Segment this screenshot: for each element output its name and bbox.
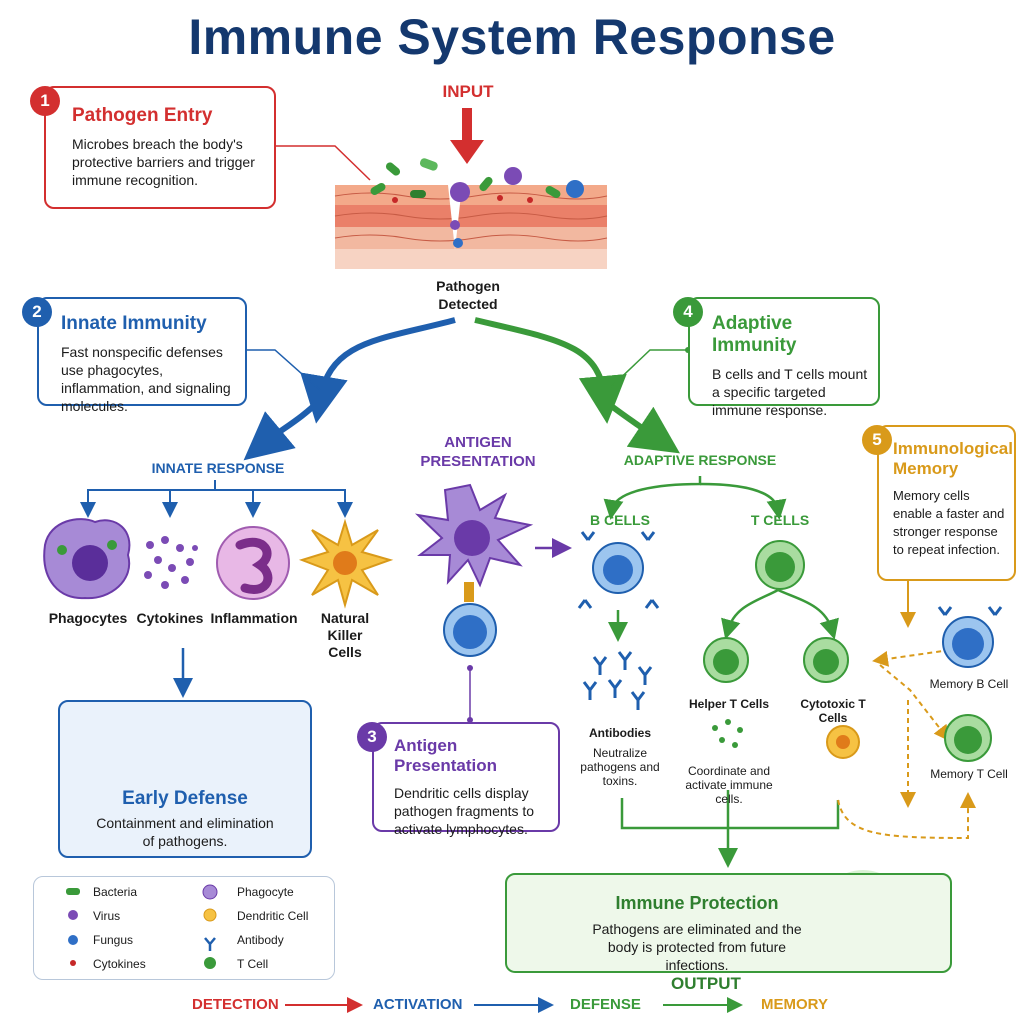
protection-text: Pathogens are eliminated and the body is… bbox=[592, 921, 802, 973]
legend-fungus: Fungus bbox=[93, 933, 134, 947]
flow-activation: ACTIVATION bbox=[373, 996, 463, 1013]
legend-virus: Virus bbox=[93, 909, 121, 923]
flow-defense: DEFENSE bbox=[570, 996, 641, 1013]
step-text: Memory cells enable a faster and stronge… bbox=[893, 488, 1005, 557]
t-cell-icon bbox=[204, 957, 216, 969]
inflammation-label: Inflammation bbox=[210, 610, 298, 626]
step-heading: Antigen Presentation bbox=[394, 736, 497, 775]
entry-connector bbox=[272, 145, 371, 181]
phagocyte-icon bbox=[202, 884, 218, 900]
memory-t-cell-label: Memory T Cell bbox=[930, 767, 1008, 781]
t-cell-image bbox=[755, 540, 805, 590]
step-innate-immunity: Innate Immunity Fast nonspecific defense… bbox=[37, 297, 247, 414]
legend-cytokines: Cytokines bbox=[93, 957, 146, 971]
legend-box bbox=[33, 876, 335, 980]
memory-t-cell-image bbox=[944, 714, 992, 762]
step-pathogen-entry: Pathogen Entry Microbes breach the body'… bbox=[44, 86, 276, 209]
step-heading: Innate Immunity bbox=[61, 313, 207, 334]
step-number: 4 bbox=[673, 297, 703, 327]
legend-bacteria: Bacteria bbox=[93, 885, 138, 899]
step-immunological-memory: Immunological Memory Memory cells enable… bbox=[877, 425, 1016, 581]
fungus-icon bbox=[68, 935, 78, 945]
legend-phagocyte: Phagocyte bbox=[237, 885, 294, 899]
helper-t-cells-text: Coordinate and activate immune cells. bbox=[685, 764, 773, 806]
inflammation-cell-image bbox=[216, 526, 290, 600]
cytotoxic-t-cell-image bbox=[803, 637, 860, 759]
bacteria-icon bbox=[66, 888, 80, 895]
step-number: 5 bbox=[862, 425, 892, 455]
legend-antibody: Antibody bbox=[237, 933, 284, 947]
antibodies-label: Antibodies bbox=[589, 726, 651, 740]
helper-t-cell-image bbox=[703, 637, 749, 748]
phagocytes-label: Phagocytes bbox=[48, 610, 128, 626]
memory-b-cell-image bbox=[937, 606, 1003, 668]
input-arrow bbox=[450, 108, 484, 164]
output-label: OUTPUT bbox=[671, 974, 741, 993]
protection-heading: Immune Protection bbox=[615, 893, 779, 913]
input-label: INPUT bbox=[442, 82, 494, 101]
natural-killer-cell-image bbox=[298, 518, 394, 609]
early-defense-box: Early Defense Containment and eliminatio… bbox=[58, 700, 312, 858]
antibodies-image bbox=[582, 651, 653, 710]
virus-icon bbox=[68, 910, 78, 920]
page-title: Immune System Response bbox=[188, 9, 836, 65]
legend-t-cell: T Cell bbox=[237, 957, 269, 971]
step-number: 3 bbox=[357, 722, 387, 752]
t-cells-label: T CELLS bbox=[750, 512, 810, 528]
step-text: B cells and T cells mount a specific tar… bbox=[712, 366, 868, 418]
legend-dendritic-cell: Dendritic Cell bbox=[237, 909, 309, 923]
helper-t-cells-label: Helper T Cells bbox=[688, 697, 770, 711]
step-number: 2 bbox=[22, 297, 52, 327]
early-defense-text: Containment and elimination of pathogens… bbox=[96, 815, 274, 849]
step-antigen-presentation: Antigen Presentation Dendritic cells dis… bbox=[372, 722, 560, 837]
microbes-illustration bbox=[370, 158, 584, 248]
b-cell-image bbox=[577, 531, 660, 609]
presented-t-cell-image bbox=[443, 603, 497, 657]
flow-detection: DETECTION bbox=[192, 996, 279, 1013]
cytokines-label: Cytokines bbox=[136, 610, 204, 626]
flow-memory: MEMORY bbox=[761, 996, 828, 1013]
step-text: Microbes breach the body's protective ba… bbox=[72, 136, 255, 188]
dendritic-cell-image bbox=[414, 483, 534, 602]
skin-barrier-illustration bbox=[334, 185, 608, 269]
memory-b-cell-label: Memory B Cell bbox=[929, 677, 1009, 691]
pathogen-detected-label: Pathogen Detected bbox=[436, 278, 500, 312]
step-text: Fast nonspecific defenses use phagocytes… bbox=[61, 344, 231, 414]
antibody-icon bbox=[204, 937, 216, 951]
adaptive-response-title: ADAPTIVE RESPONSE bbox=[623, 452, 777, 468]
step-heading: Immunological Memory bbox=[893, 439, 1013, 478]
step-heading: Pathogen Entry bbox=[72, 105, 213, 126]
phagocyte-cell-image bbox=[43, 518, 131, 600]
step-number: 1 bbox=[30, 86, 60, 116]
cytotoxic-t-cells-label: Cytotoxic T Cells bbox=[800, 697, 866, 725]
step-heading: Adaptive Immunity bbox=[712, 313, 797, 356]
antigen-presentation-title: ANTIGEN PRESENTATION bbox=[420, 434, 536, 470]
dendritic-cell-icon bbox=[203, 908, 217, 922]
immune-protection-box: Immune Protection Pathogens are eliminat… bbox=[505, 873, 952, 973]
antibodies-text: Neutralize pathogens and toxins. bbox=[580, 746, 660, 788]
early-defense-heading: Early Defense bbox=[122, 788, 248, 809]
innate-response-title: INNATE RESPONSE bbox=[151, 460, 285, 476]
natural-killer-cells-label: Natural Killer Cells bbox=[320, 610, 370, 660]
b-cells-label: B CELLS bbox=[590, 512, 650, 528]
step-text: Dendritic cells display pathogen fragmen… bbox=[394, 785, 535, 837]
cytokines-image bbox=[144, 536, 198, 589]
cytokines-icon bbox=[70, 960, 76, 966]
step-adaptive-immunity: Adaptive Immunity B cells and T cells mo… bbox=[688, 297, 880, 418]
